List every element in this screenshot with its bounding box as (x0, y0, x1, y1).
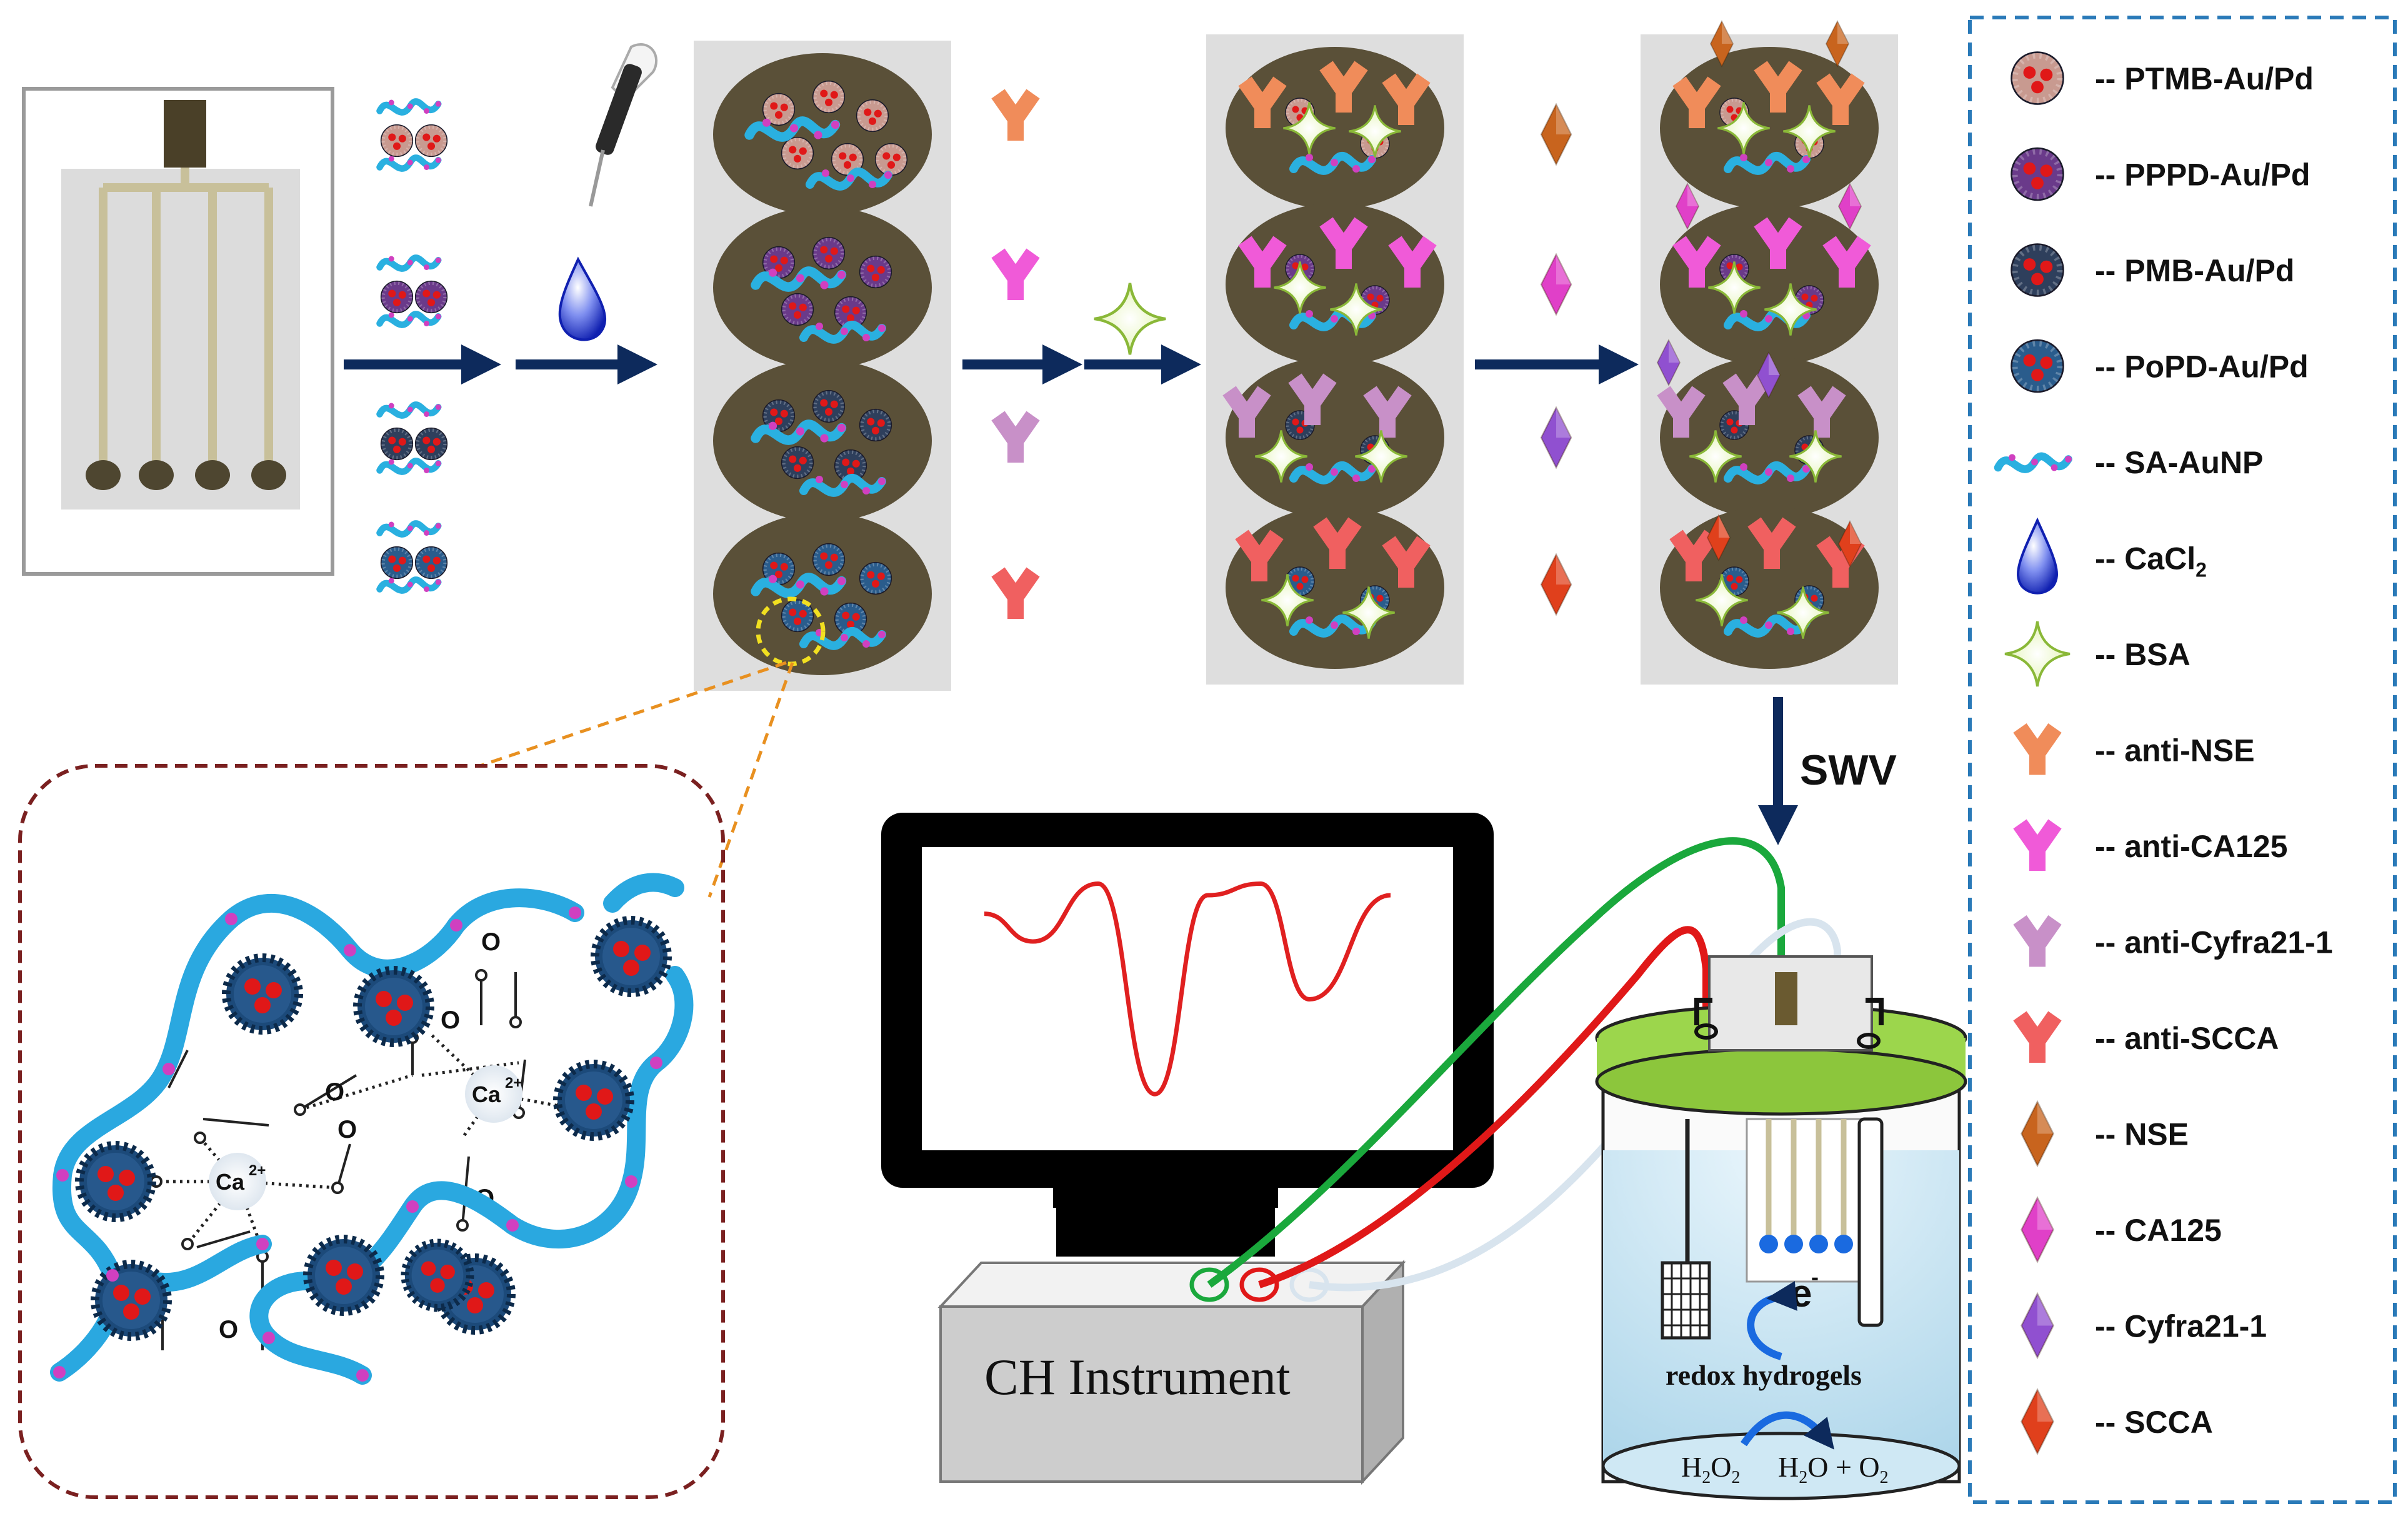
crosslink-network: OO OO OO Ca 2+ Ca 2+ (150, 928, 569, 1350)
legend-item: -- anti-CA125 (2020, 824, 2287, 871)
pppd-au-pd-particle-icon (2012, 148, 2064, 200)
legend-label: -- PMB-Au/Pd (2095, 253, 2294, 288)
alginate-strands (50, 873, 694, 1385)
legend-label: -- anti-SCCA (2095, 1021, 2279, 1056)
svg-text:CH Instrument: CH Instrument (984, 1348, 1291, 1405)
electrode-panel-antibody-bsa (1206, 34, 1464, 685)
legend-label: -- PPPD-Au/Pd (2095, 158, 2310, 193)
legend-item: -- NSE (2021, 1101, 2189, 1167)
capture-antibodies-column (998, 94, 1033, 619)
legend-label: -- PTMB-Au/Pd (2095, 61, 2314, 96)
cacl2-drop-icon (558, 256, 607, 341)
legend-label: -- anti-Cyfra21-1 (2095, 925, 2333, 960)
svg-text:H2O + O2: H2O + O2 (1778, 1451, 1889, 1487)
hydrogel-zoom-callout: OO OO OO Ca 2+ Ca 2+ (18, 661, 794, 1499)
svg-text:O: O (481, 928, 501, 956)
legend-item: -- CA125 (2021, 1197, 2222, 1263)
screen-printed-electrode-chip (22, 87, 334, 576)
swv-label: SWV (1800, 746, 1897, 794)
svg-text:H2O2: H2O2 (1681, 1451, 1740, 1487)
electrode-panel-hydrogel (694, 41, 951, 691)
svg-text:O: O (219, 1316, 238, 1343)
legend-panel: -- PTMB-Au/Pd -- PPPD-Au/Pd -- PMB-Au/Pd --… (1968, 16, 2397, 1504)
svg-text:2+: 2+ (505, 1075, 522, 1092)
counter-electrode-mesh (1661, 1261, 1711, 1340)
legend-item: -- anti-SCCA (2020, 1016, 2279, 1063)
pmb-au-pd-particle-icon (2012, 244, 2064, 296)
legend-label: -- BSA (2095, 637, 2191, 672)
legend-label: -- anti-CA125 (2095, 829, 2287, 864)
svg-text:e: e (1791, 1272, 1812, 1315)
legend-item: -- PMB-Au/Pd (2012, 244, 2294, 296)
legend-label: -- PoPD-Au/Pd (2095, 349, 2309, 384)
legend-item: -- SCCA (2021, 1388, 2213, 1455)
swv-signal-curve (984, 881, 1391, 1097)
pipette-icon (589, 43, 657, 207)
legend-item: -- anti-Cyfra21-1 (2020, 920, 2333, 967)
legend-label: -- CA125 (2095, 1213, 2222, 1248)
reference-electrode (1857, 1117, 1884, 1327)
legend-item: -- PoPD-Au/Pd (2012, 340, 2309, 392)
svg-text:redox hydrogels: redox hydrogels (1666, 1359, 1862, 1391)
computer-monitor (881, 813, 1494, 1257)
ch-instrument-box: CH Instrument (937, 1259, 1406, 1485)
legend-label: -- SA-AuNP (2095, 445, 2263, 480)
svg-text:O: O (325, 1078, 344, 1106)
svg-text:O: O (337, 1116, 357, 1143)
svg-text:2+: 2+ (249, 1162, 266, 1179)
svg-text:O: O (441, 1006, 460, 1034)
ptmb-au-pd-particle-icon (2012, 53, 2064, 104)
legend-label: -- SCCA (2095, 1405, 2213, 1440)
legend-item: -- BSA (2004, 620, 2191, 688)
legend-label: -- NSE (2095, 1117, 2189, 1152)
legend-item: -- CaCl2 (2017, 517, 2207, 595)
legend-item: -- anti-NSE (2020, 728, 2255, 775)
svg-text:Ca: Ca (216, 1169, 245, 1195)
electrochemical-cell: e - redox hydrogels H2O2 H2O + O2 (1595, 955, 1967, 1500)
bsa-star-icon (1094, 283, 1166, 354)
legend-item: -- SA-AuNP (1998, 445, 2263, 480)
nanocomposite-mixtures (380, 100, 447, 593)
legend-item: -- Cyfra21-1 (2021, 1293, 2267, 1358)
svg-text:-: - (1811, 1264, 1819, 1290)
electrode-panel-immunocomplex (1641, 21, 1898, 685)
legend-label: -- Cyfra21-1 (2095, 1309, 2267, 1344)
popd-au-pd-particle-icon (2012, 340, 2064, 392)
cacl2-drop-icon (2017, 517, 2058, 595)
legend-label: -- CaCl2 (2095, 541, 2207, 581)
svg-text:Ca: Ca (472, 1082, 501, 1107)
process-arrows (344, 344, 1798, 845)
legend-label: -- anti-NSE (2095, 733, 2255, 768)
legend-item: -- PTMB-Au/Pd (2012, 53, 2314, 104)
legend-item: -- PPPD-Au/Pd (2012, 148, 2310, 200)
